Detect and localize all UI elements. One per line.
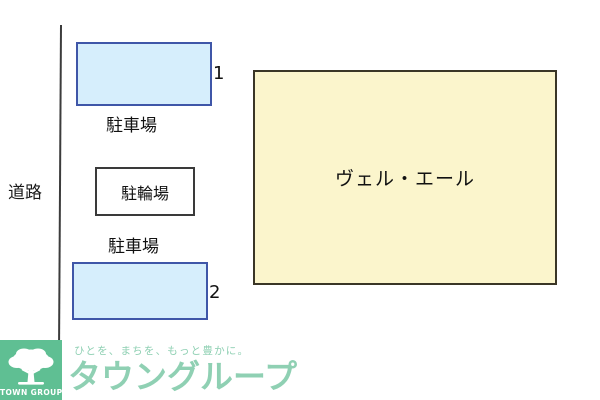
bicycle-parking-area: 駐輪場 bbox=[95, 167, 195, 216]
parking-stall-1-number: 1 bbox=[213, 63, 225, 84]
building-block: ヴェル・エール bbox=[253, 70, 557, 285]
brand-tagline: ひとを、まちを、もっと豊かに。 bbox=[74, 345, 250, 357]
parking-stall-1 bbox=[76, 42, 212, 106]
building-name-label: ヴェル・エール bbox=[334, 168, 475, 190]
parking-stall-2-caption: 駐車場 bbox=[108, 237, 159, 257]
parking-stall-2-number: 2 bbox=[209, 282, 221, 303]
brand-logo-mark: TOWN GROUP bbox=[0, 340, 62, 400]
brand-logo-mark-text: TOWN GROUP bbox=[0, 388, 62, 397]
parking-stall-2 bbox=[72, 262, 208, 320]
parking-stall-1-caption: 駐車場 bbox=[106, 116, 157, 136]
road-label: 道路 bbox=[8, 183, 42, 203]
brand-wordmark: タウングループ bbox=[68, 357, 298, 396]
bicycle-parking-label: 駐輪場 bbox=[120, 183, 169, 203]
tree-icon bbox=[8, 348, 54, 385]
